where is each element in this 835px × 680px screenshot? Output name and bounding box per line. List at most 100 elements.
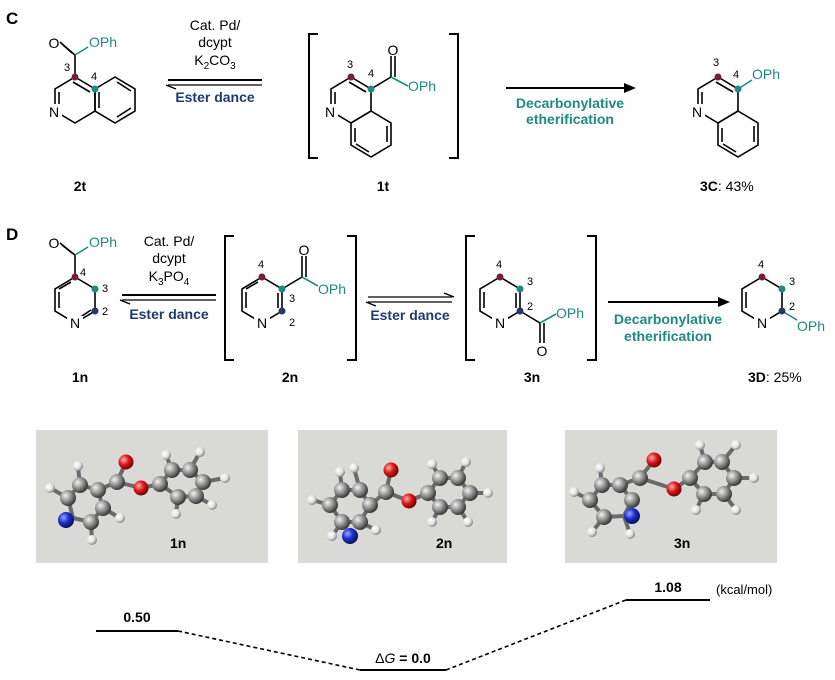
equilibrium-arrow-d2 (365, 292, 455, 307)
position-4-dot (91, 85, 99, 93)
locant-3-3n: 3 (527, 276, 533, 288)
position-4-dot-3n (496, 273, 504, 281)
ring-nitrogen-3d: N (757, 315, 767, 331)
ester-dance-label-c: Ester dance (175, 89, 255, 105)
locant-3-3d: 3 (789, 276, 795, 288)
ester-dance-label-d1: Ester dance (129, 306, 209, 322)
energy-value-1n: 0.50 (123, 609, 150, 625)
molecule-3c (697, 76, 759, 158)
compound-label-2n: 2n (282, 369, 298, 385)
ester-dance-label-d2: Ester dance (370, 307, 450, 323)
locant-4-1t: 4 (368, 68, 374, 80)
locant-4-1n: 4 (80, 267, 86, 279)
locant-2-3d: 2 (789, 301, 795, 313)
etherification-label-d: etherification (624, 328, 712, 344)
ester-group-label-2n: OPh (318, 281, 346, 297)
connector-2n-3n (445, 599, 627, 671)
locant-3: 3 (64, 62, 70, 74)
carbonyl-oxygen-1t: O (388, 42, 399, 58)
ether-group-label-3d: OPh (797, 318, 825, 334)
ester-group-label-3n: OPh (556, 305, 584, 321)
condition-base-d: K3PO4 (149, 268, 190, 288)
position-2-dot-2n (278, 307, 286, 315)
locant-2-1n: 2 (102, 306, 108, 318)
molecule-2t (54, 41, 136, 124)
position-3-dot-3d (778, 285, 786, 293)
position-3-dot-3c (714, 73, 722, 81)
locant-4-3c: 4 (733, 69, 739, 81)
molecule-1n (54, 242, 96, 324)
model-label-3n: 3n (674, 535, 690, 551)
locant-2-3n: 2 (527, 301, 533, 313)
condition-ligand: dcypt (198, 34, 232, 50)
ring-nitrogen-1t: N (325, 104, 335, 120)
locant-3-3c: 3 (713, 57, 719, 69)
condition-catalyst: Cat. Pd/ (190, 17, 241, 33)
locant-2-2n: 2 (289, 317, 295, 329)
position-4-dot-2n (258, 273, 266, 281)
energy-value-3n: 1.08 (654, 579, 681, 595)
ring-nitrogen-3c: N (692, 104, 702, 120)
carbonyl-oxygen-3n: O (537, 343, 548, 359)
position-3-dot-1t (347, 73, 355, 81)
locant-3-1t: 3 (347, 59, 353, 71)
compound-label-2t: 2t (74, 178, 87, 194)
ester-group-label-1t: OPh (408, 78, 436, 94)
position-3-dot-1n (91, 285, 99, 293)
ether-group-label-3c: OPh (752, 66, 780, 82)
energy-value-2n: ΔG = 0.0 (375, 650, 431, 666)
position-4-dot-3d (758, 273, 766, 281)
equilibrium-arrow-d1 (119, 294, 216, 305)
equilibrium-arrow-c (165, 79, 262, 90)
decarbonylative-label-c: Decarbonylative (516, 95, 624, 111)
ring-nitrogen-3n: N (495, 315, 505, 331)
forward-arrow-d (608, 297, 730, 307)
locant-3-1n: 3 (102, 283, 108, 295)
ester-group-label: OPh (89, 34, 117, 50)
position-4-dot-3c (734, 85, 742, 93)
carbonyl-oxygen-1n: O (49, 235, 60, 251)
locant-3-2n: 3 (289, 293, 295, 305)
forward-arrow-c (506, 83, 636, 93)
position-3-dot-3n (516, 285, 524, 293)
locant-4-2n: 4 (258, 259, 264, 271)
condition-base: K2CO3 (194, 52, 236, 72)
energy-profile (96, 599, 710, 671)
carbonyl-oxygen: O (49, 35, 60, 51)
model-panel-1n: 1n (36, 430, 268, 563)
model-panel-2n: 2n (298, 430, 507, 563)
ring-nitrogen-2n: N (257, 315, 267, 331)
energy-unit-label: (kcal/mol) (716, 582, 772, 597)
bracket-3n (465, 235, 597, 361)
ring-nitrogen: N (49, 104, 59, 120)
bracket-1t (308, 33, 459, 159)
compound-label-1n: 1n (72, 369, 88, 385)
panel-d-label: D (6, 225, 18, 244)
position-4-dot-1n (71, 273, 79, 281)
condition-ligand-d: dcypt (152, 250, 186, 266)
locant-4: 4 (91, 71, 97, 83)
position-3-dot-2n (278, 285, 286, 293)
position-3-dot (71, 73, 79, 81)
panel-c-label: C (6, 9, 18, 28)
decarbonylative-label-d: Decarbonylative (614, 311, 722, 327)
product-3d-yield: 3D: 25% (748, 369, 802, 385)
etherification-label-c: etherification (526, 111, 614, 127)
product-3c-yield: 3C: 43% (700, 178, 754, 194)
position-2-dot-1n (91, 307, 99, 315)
model-label-1n: 1n (170, 535, 186, 551)
bracket-2n (224, 235, 357, 361)
model-panel-3n: 3n (565, 430, 777, 563)
compound-label-3n: 3n (524, 369, 540, 385)
connector-1n-2n (177, 630, 361, 671)
position-2-dot-3d (778, 307, 786, 315)
model-label-2n: 2n (436, 535, 452, 551)
position-4-dot-1t (367, 85, 375, 93)
condition-catalyst-d: Cat. Pd/ (144, 233, 195, 249)
carbonyl-oxygen-2n: O (299, 242, 310, 258)
locant-4-3d: 4 (758, 259, 764, 271)
ring-nitrogen-1n: N (70, 315, 80, 331)
ester-group-label-1n: OPh (89, 234, 117, 250)
compound-label-1t: 1t (377, 178, 390, 194)
